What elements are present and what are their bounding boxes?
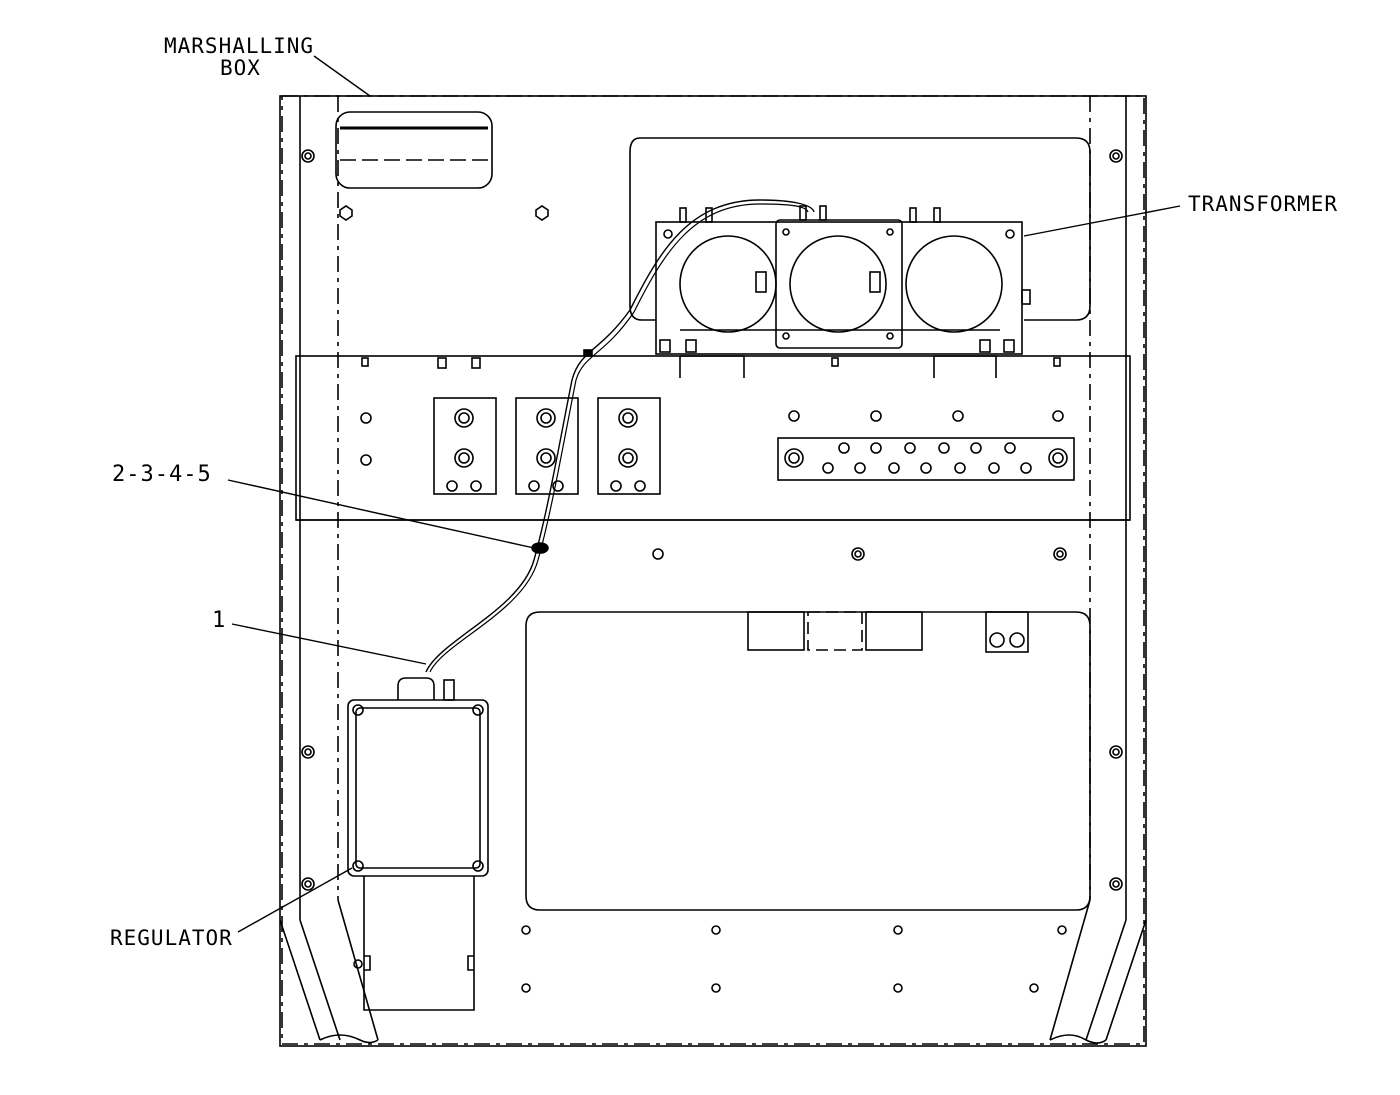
marshalling-box-label-line2: BOX [220,56,261,80]
part-callout-2-3-4-5: 2-3-4-5 [112,462,212,487]
lower-compartment [525,611,1091,911]
transformer-area [629,137,1091,321]
marshalling-box-label-line1: MARSHALLING [164,34,315,58]
wire-harness [425,199,815,673]
part-callout-1: 1 [212,608,227,633]
marshalling-box-outline [281,95,1145,1045]
terminal-block-c [597,397,661,495]
regulator-label: REGULATOR [110,926,233,950]
terminal-block-a [433,397,497,495]
top-left-cutout [335,111,493,189]
transformer-label: TRANSFORMER [1188,192,1339,216]
ground-bus-bar [777,437,1075,481]
transformer [655,205,1031,378]
regulator [347,677,489,1011]
terminal-block-b [515,397,579,495]
